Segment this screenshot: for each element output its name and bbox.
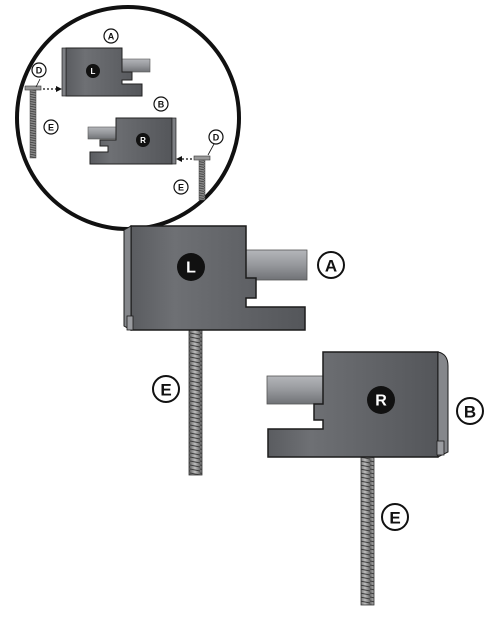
inset-right-badge: R: [140, 136, 146, 145]
label-a-text: A: [325, 257, 337, 276]
inset-label-d-right: D: [208, 129, 224, 145]
inset-label-d-left-text: D: [36, 66, 43, 76]
inset-label-e-right-text: E: [178, 183, 184, 193]
right-bracket-edge: [437, 351, 449, 458]
inset-left-bracket: L: [61, 47, 151, 97]
inset-label-e-right: E: [173, 179, 189, 195]
inset-right-bracket: R: [87, 117, 177, 165]
inset-left-edge: [61, 47, 67, 97]
right-bracket-body: [267, 351, 439, 458]
inset-label-b: B: [153, 96, 169, 112]
inset-detail: L R A: [15, 5, 241, 231]
right-bracket: R: [266, 351, 449, 606]
inset-label-e-left: E: [43, 119, 59, 135]
inset-left-screw-head: [24, 85, 42, 91]
left-badge: L: [186, 260, 196, 277]
right-badge-circle: [367, 386, 395, 414]
inset-d-leader-right: [207, 143, 215, 156]
label-b: B: [456, 397, 484, 425]
label-e-left: E: [152, 375, 180, 403]
left-tab: [244, 249, 308, 281]
inset-label-d-right-text: D: [213, 133, 220, 143]
inset-left-badge-circle: [86, 64, 100, 78]
left-badge-circle: [177, 253, 205, 281]
right-bracket-foot: [436, 440, 445, 456]
left-bracket-body: [130, 225, 306, 331]
inset-label-d-left: D: [31, 62, 47, 78]
right-screw-shaft: [360, 454, 375, 606]
inset-d-leader-left: [35, 78, 41, 88]
inset-left-body: [65, 47, 143, 97]
inset-left-screw: [24, 78, 62, 159]
inset-right-screw-shaft: [198, 159, 206, 201]
inset-left-screw-shaft: [29, 89, 37, 159]
inset-right-screw-head: [193, 155, 211, 161]
left-bracket: L: [123, 225, 308, 476]
inset-right-arrowhead: [176, 156, 182, 162]
label-e-left-text: E: [160, 381, 171, 400]
left-bracket-edge: [123, 225, 132, 331]
inset-right-edge: [171, 117, 177, 165]
inset-label-e-left-text: E: [48, 123, 54, 133]
label-b-text: B: [464, 403, 476, 422]
inset-right-badge-circle: [136, 133, 150, 147]
left-bracket-foot: [126, 315, 134, 331]
label-e-right: E: [381, 503, 409, 531]
inset-right-screw: [176, 143, 215, 201]
right-tab: [266, 375, 330, 405]
inset-label-a: A: [103, 28, 119, 44]
inset-left-badge: L: [91, 67, 96, 76]
inset-label-a-text: A: [108, 32, 115, 42]
label-e-right-text: E: [389, 509, 400, 528]
inset-left-tab: [119, 58, 151, 73]
inset-left-arrowhead: [56, 86, 62, 92]
inset-label-b-text: B: [158, 100, 165, 110]
left-screw-shaft: [188, 329, 203, 476]
label-a: A: [317, 251, 345, 279]
inset-right-tab: [87, 126, 119, 140]
right-badge: R: [375, 393, 387, 410]
